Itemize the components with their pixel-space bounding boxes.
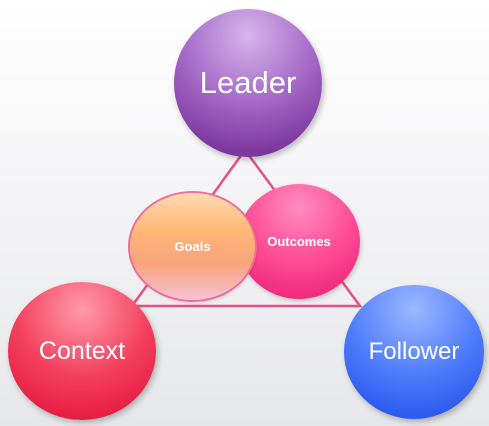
leader-label: Leader [199, 65, 297, 100]
context-label: Context [38, 336, 126, 365]
outcomes-label: Outcomes [267, 234, 331, 249]
outcomes-node: Outcomes [238, 184, 360, 299]
goals-node: Goals [130, 193, 255, 300]
context-node: Context [8, 282, 156, 420]
goals-label: Goals [174, 239, 211, 254]
follower-label: Follower [368, 338, 460, 365]
follower-node: Follower [344, 285, 484, 419]
leader-node: Leader [174, 9, 322, 157]
